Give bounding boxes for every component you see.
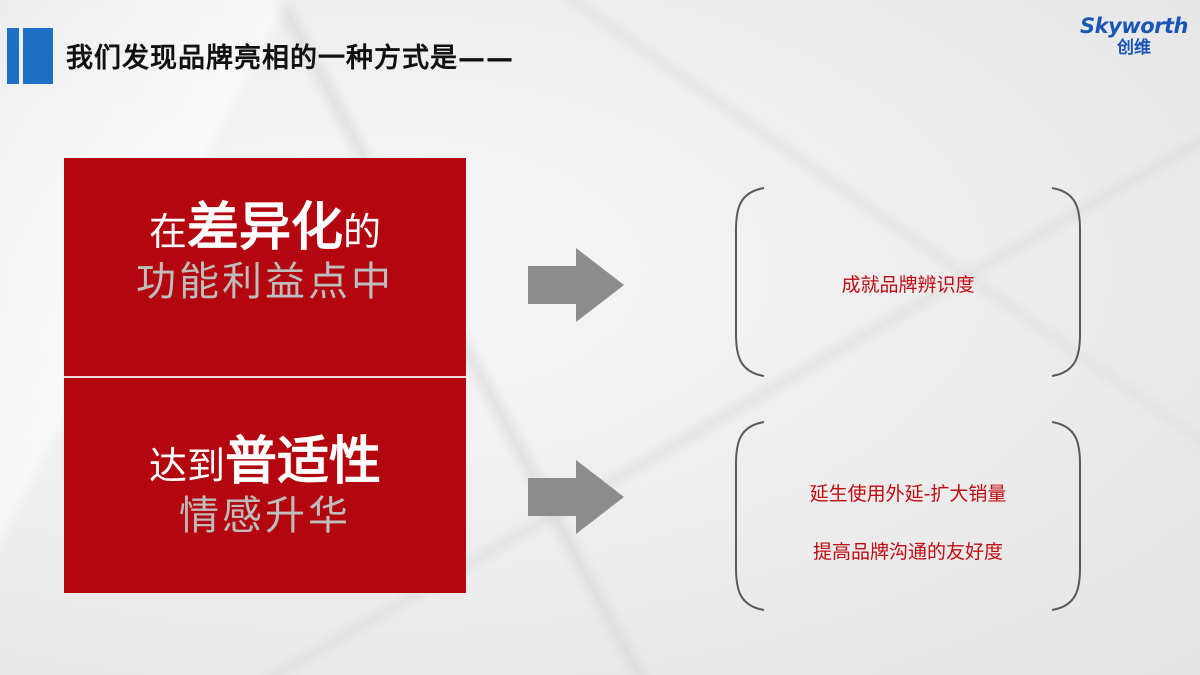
statement-block-universality: 达到普适性 情感升华: [64, 434, 466, 542]
statement-line-secondary: 情感升华: [179, 493, 351, 539]
statement-line-primary: 达到普适性: [64, 434, 466, 490]
page-title: 我们发现品牌亮相的一种方式是——: [66, 43, 514, 74]
brand-logo-en: Skyworth: [1080, 14, 1188, 38]
outcome-text: 延生使用外延-扩大销量: [809, 483, 1007, 505]
statement-block-differentiation: 在差异化的 功能利益点中: [64, 200, 466, 308]
brand-logo-zh: 创维: [1117, 38, 1152, 58]
outcome-text: 成就品牌辨识度: [841, 274, 975, 296]
title-accent-bar-thin: [7, 28, 19, 84]
statement-suffix: 的: [343, 210, 382, 254]
outcome-bracket-recognition: 成就品牌辨识度: [732, 186, 1084, 378]
brackets-icon: [735, 187, 1081, 377]
statement-prefix: 达到: [148, 444, 225, 488]
brackets-icon: [735, 421, 1081, 611]
statement-emphasis: 普适性: [225, 432, 382, 492]
outcome-text: 提高品牌沟通的友好度: [812, 541, 1003, 563]
statement-prefix: 在: [148, 210, 187, 254]
statement-panel: 在差异化的 功能利益点中 达到普适性 情感升华: [64, 158, 466, 593]
panel-divider: [64, 376, 466, 378]
outcome-bracket-sales: 延生使用外延-扩大销量 提高品牌沟通的友好度: [732, 420, 1084, 612]
title-accent-bar-icon: [7, 28, 53, 84]
right-arrow-icon: [528, 460, 624, 534]
right-arrow-icon: [528, 248, 624, 322]
brand-logo: Skyworth 创维: [1080, 14, 1188, 57]
statement-line-secondary: 功能利益点中: [136, 259, 394, 305]
statement-emphasis: 差异化: [186, 198, 343, 258]
title-accent-bar-wide: [23, 28, 53, 84]
statement-line-primary: 在差异化的: [64, 200, 466, 256]
